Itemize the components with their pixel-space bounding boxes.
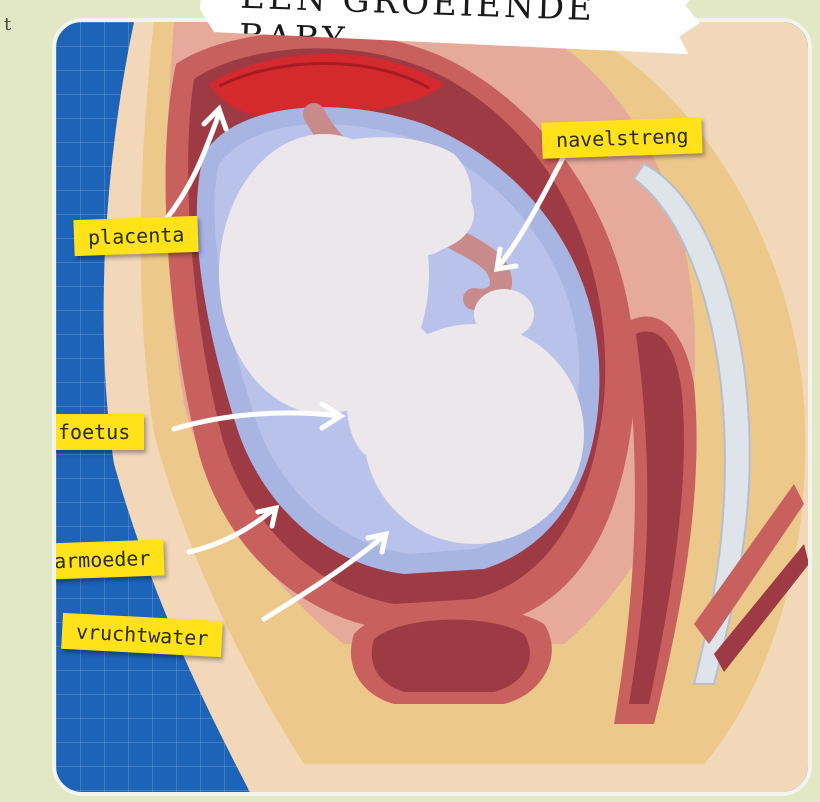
- label-baarmoeder: baarmoeder: [52, 539, 165, 580]
- label-placenta: placenta: [73, 216, 199, 256]
- diagram-panel: placenta navelstreng foetus baarmoeder v…: [52, 18, 812, 796]
- label-foetus: foetus: [52, 414, 144, 450]
- label-navelstreng: navelstreng: [541, 117, 703, 159]
- side-letter: t: [4, 14, 11, 35]
